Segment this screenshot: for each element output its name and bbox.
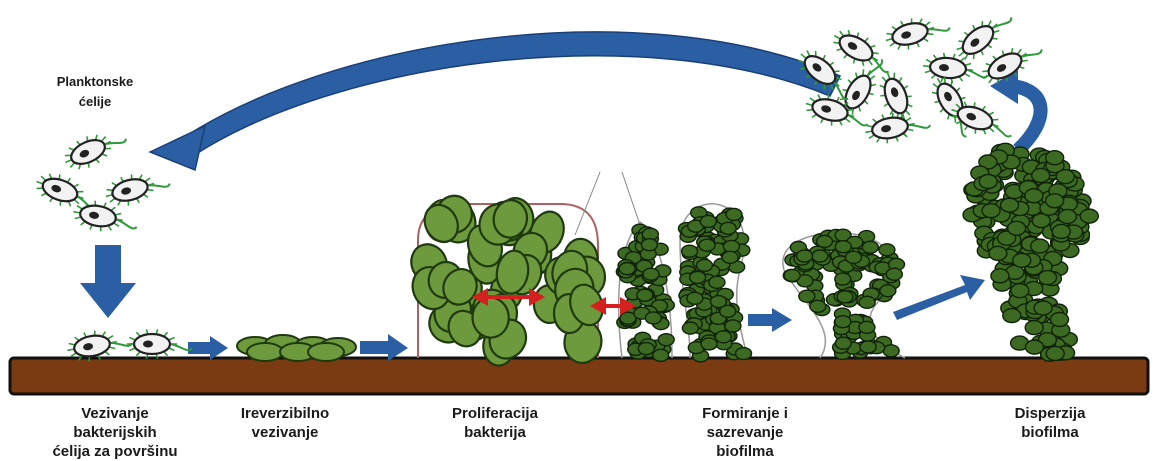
biofilm-cell [653,349,669,361]
biofilm-cell [724,240,740,252]
attached-cell [247,343,283,361]
biofilm-cell [859,321,875,333]
planktonic-cell [102,166,172,211]
biofilm-cell [812,250,828,262]
biofilm-cell [837,291,853,303]
biofilm-cell [1008,221,1026,235]
stage-arrow-3 [748,308,792,332]
biofilm-cell [1011,284,1029,298]
planktonic-cell [127,329,192,358]
biofilm-cell [810,300,826,312]
down-arrow [80,245,136,318]
biofilm-cell [1052,224,1070,238]
biofilm-cell [687,292,703,304]
biofilm-cell [883,345,899,357]
biofilm-towers-layer [616,143,1098,361]
biofilm-cell [690,271,706,283]
biofilm-cell [701,338,717,350]
biofilm-cell [1032,168,1050,182]
biofilm-cell [835,273,851,285]
biofilm-cell [862,241,878,253]
biofilm-cell [699,239,715,251]
biofilm-cell [991,269,1009,283]
biofilm-cell [638,343,654,355]
biofilm-cell [645,312,661,324]
stage-arrow-4 [893,275,985,320]
attached-cell [308,343,344,361]
planktonic-cell [882,10,952,55]
biofilm-cell [709,276,725,288]
biofilm-cell [1034,301,1052,315]
biofilm-cell [859,296,875,308]
biofilm-cell [784,269,800,281]
biofilm-cell [641,239,657,251]
biofilm-cell [845,251,861,263]
label-maturation: Formiranje i sazrevanje biofilma [670,404,820,461]
biofilm-cell [700,215,716,227]
label-dispersion: Disperzija biofilma [980,404,1120,442]
planktonic-cell [922,51,989,86]
biofilm-cell [1058,209,1076,223]
biofilm-cell [720,222,736,234]
biofilm-cell [1025,189,1043,203]
biofilm-cell [643,268,659,280]
biofilm-cell [816,235,832,247]
biofilm-cell [682,245,698,257]
biofilm-cell [1031,239,1049,253]
biofilm-cell [799,290,815,302]
biofilm-cell [1025,321,1043,335]
label-attachment: Vezivanje bakterijskih ćelija za površin… [30,404,200,461]
biofilm-cell [879,244,895,256]
biofilm-cell [726,208,742,220]
label-irreversible: Ireverzibilno vezivanje [215,404,355,442]
proliferating-cell [471,297,510,339]
biofilm-cell [637,289,653,301]
biofilm-cell [860,341,876,353]
biofilm-cell [1001,198,1019,212]
biofilm-cell [1080,209,1098,223]
biofilm-cell [710,296,726,308]
biofilm-cell [725,320,741,332]
return-arc-arrow [180,32,840,154]
biofilm-cell [1003,309,1021,323]
biofilm-cell [1056,170,1074,184]
biofilm-cell [989,246,1007,260]
biofilm-cell [1050,312,1068,326]
biofilm-cell [696,259,712,271]
return-arc-arrowhead [150,126,205,170]
biofilm-cell [797,250,813,262]
biofilm-cell [982,204,1000,218]
biofilm-cell [722,251,738,263]
biofilm-cell [1046,151,1064,165]
biofilm-cell [835,316,851,328]
biofilm-cell [715,331,731,343]
biofilm-cell [682,322,698,334]
biofilm-cell [886,268,902,280]
zoom-line-left [575,172,600,235]
biofilm-cell [658,334,674,346]
biofilm-cell [979,175,997,189]
label-planktonic-cells: Planktonske ćelije [30,72,160,112]
biofilm-cell [880,285,896,297]
biofilm-cell [1013,253,1031,267]
biofilm-cell [1025,340,1043,354]
biofilm-cell [736,348,752,360]
biofilm-cell [1046,346,1064,360]
planktonic-cell [71,197,140,237]
planktonic-cell [59,122,130,176]
label-proliferation: Proliferacija bakterija [420,404,570,442]
biofilm-cell [835,337,851,349]
stage-arrow-1 [188,336,228,360]
zoom-line-right [622,172,640,225]
biofilm-cell [1046,194,1064,208]
biofilm-cell [619,263,635,275]
biofilm-illustration [0,0,1153,400]
biofilm-cell [835,241,851,253]
